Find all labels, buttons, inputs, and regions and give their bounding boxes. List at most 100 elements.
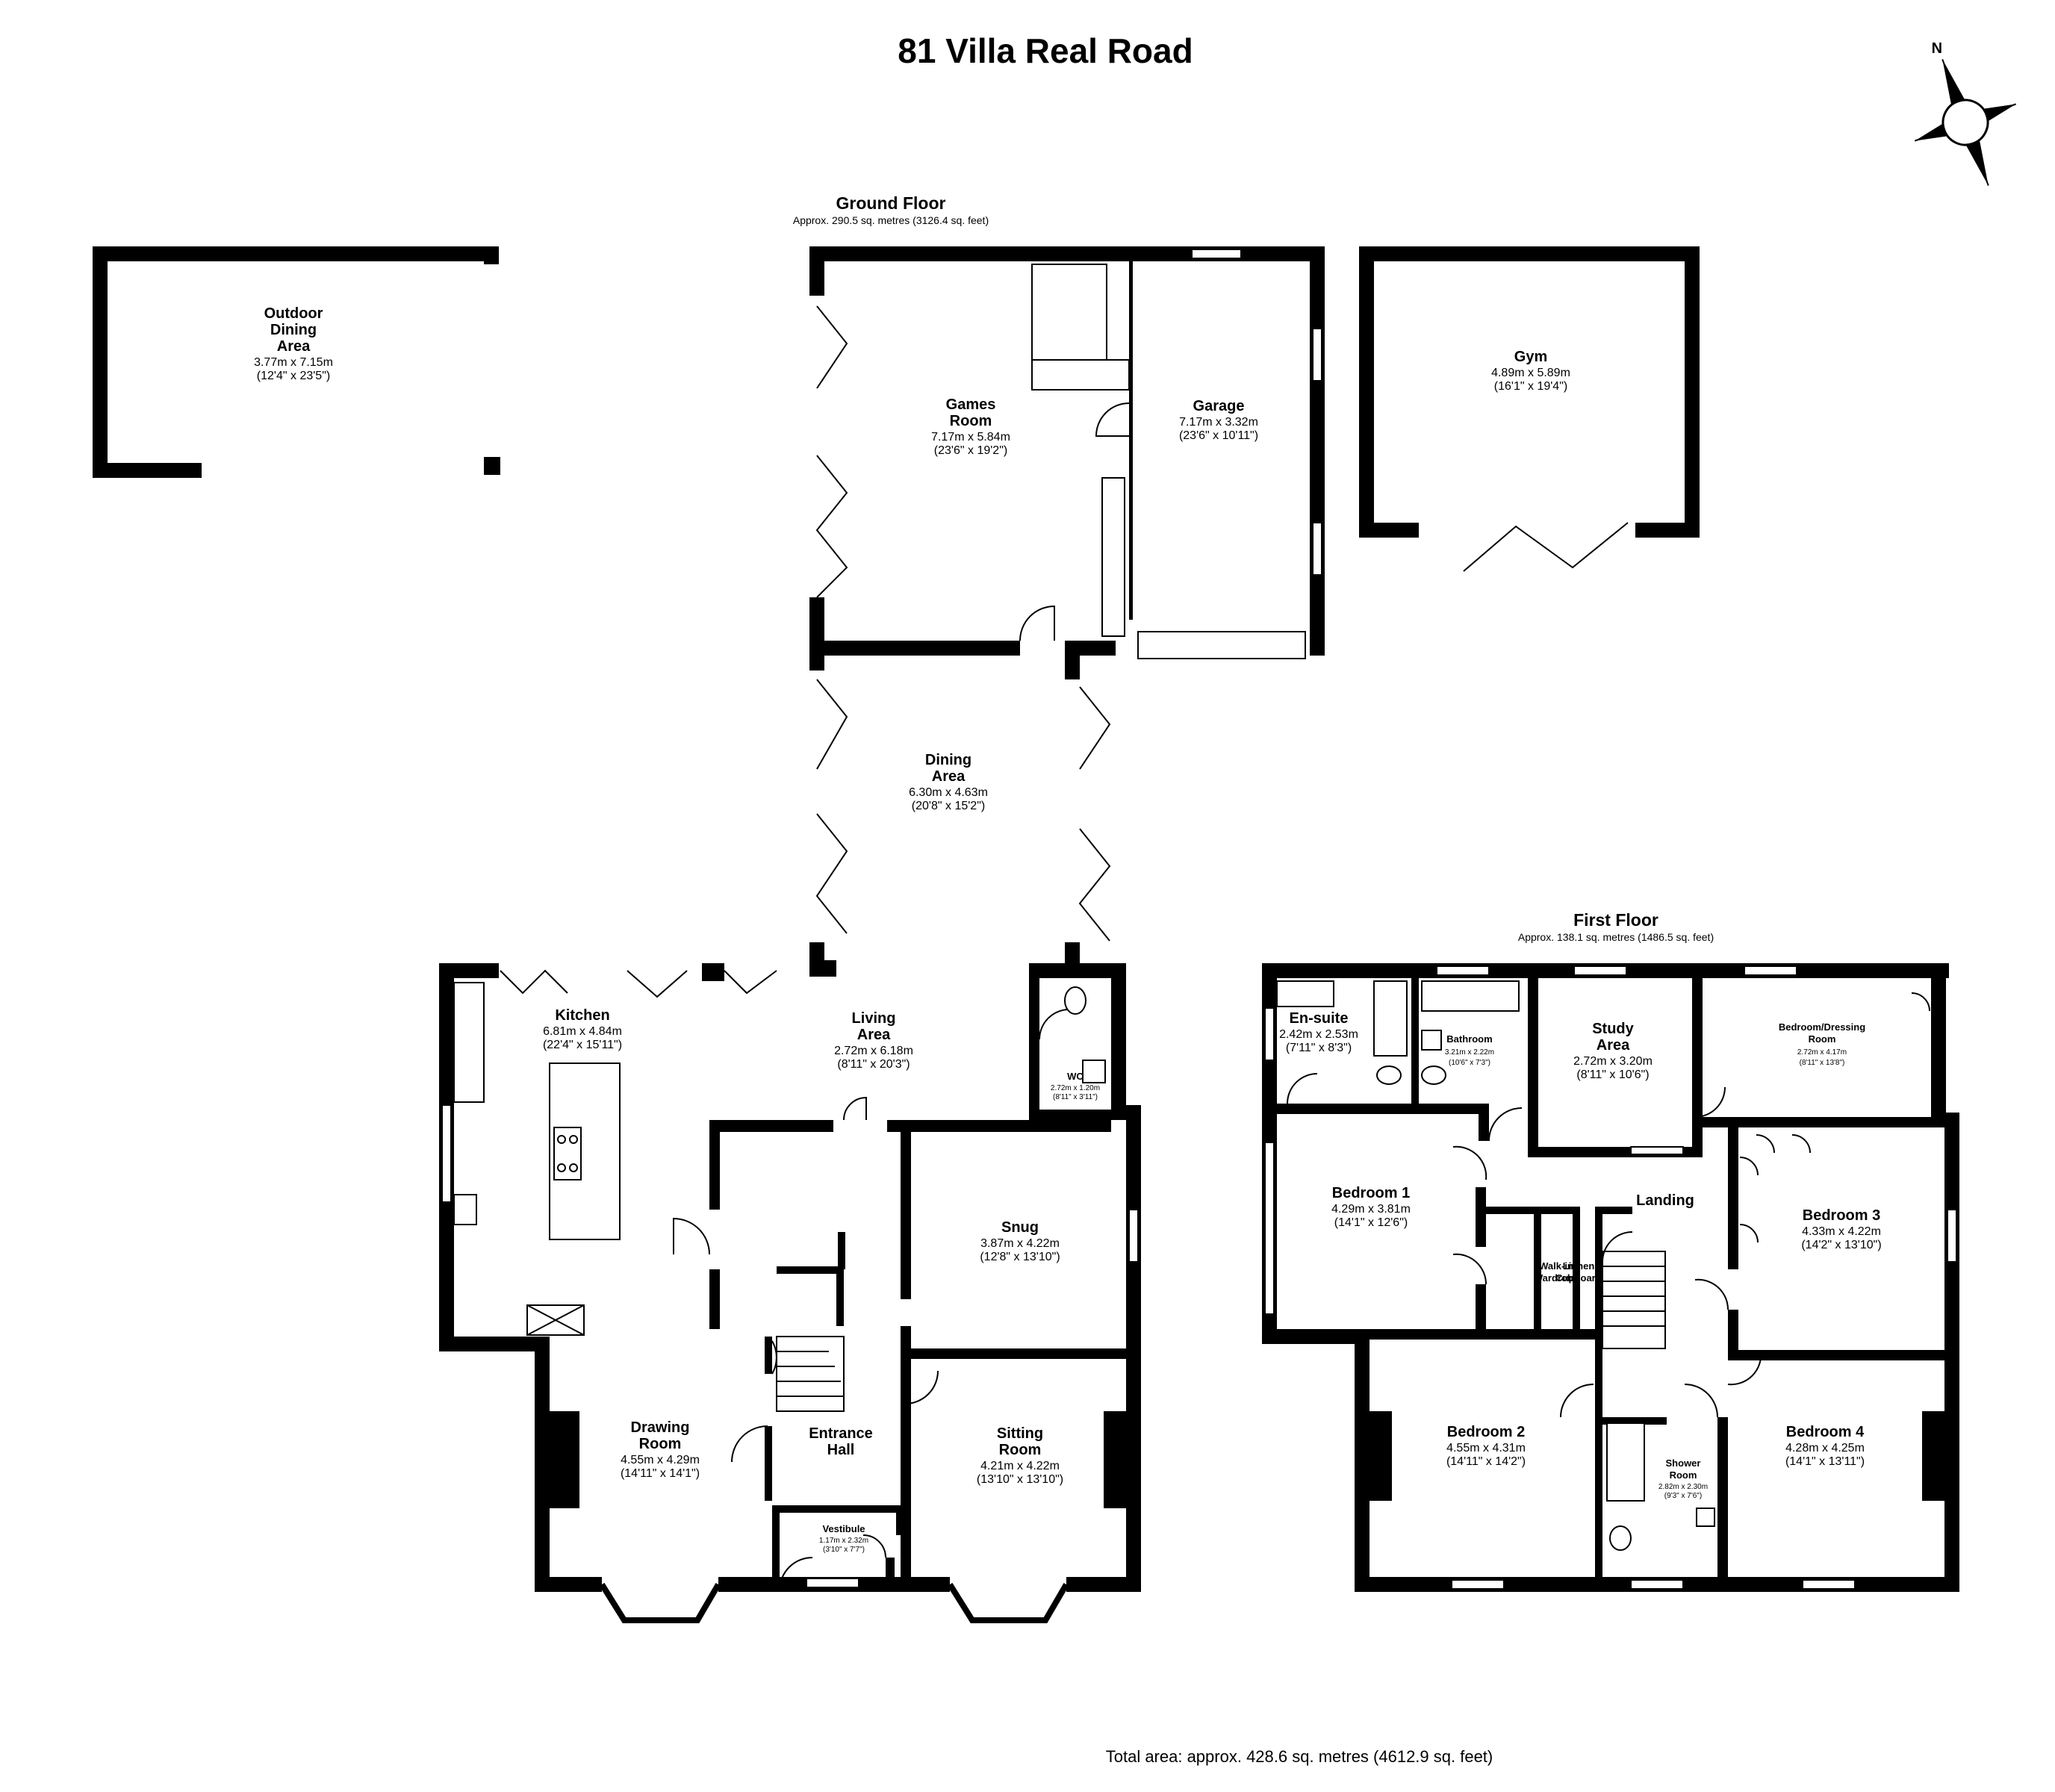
svg-text:Wardrobe: Wardrobe [1534,1272,1579,1284]
bedroom-2-label: Bedroom 2 4.55m x 4.31m (14'11" x 14'2") [1446,1424,1526,1468]
svg-text:(13'10" x 13'10"): (13'10" x 13'10") [977,1473,1063,1486]
svg-text:En-suite: En-suite [1290,1010,1349,1027]
kitchen-label: Kitchen 6.81m x 4.84m (22'4" x 15'11") [543,1007,622,1051]
svg-text:Vestibule: Vestibule [822,1523,865,1534]
walk-in-wardrobe-label: Walk-in Wardrobe [1534,1260,1579,1284]
svg-text:Cupboard: Cupboard [1555,1272,1601,1284]
svg-text:(8'11" x 10'6"): (8'11" x 10'6") [1576,1068,1649,1081]
svg-text:Entrance: Entrance [809,1425,873,1442]
svg-text:(16'1" x 19'4"): (16'1" x 19'4") [1494,380,1567,393]
svg-text:2.72m x 3.20m: 2.72m x 3.20m [1573,1055,1653,1068]
svg-text:(7'11" x 8'3"): (7'11" x 8'3") [1286,1042,1352,1054]
svg-text:Shower: Shower [1666,1457,1701,1469]
svg-text:4.29m x 3.81m: 4.29m x 3.81m [1331,1203,1411,1216]
snug-label: Snug 3.87m x 4.22m (12'8" x 13'10") [980,1219,1060,1263]
total-area: Total area: approx. 428.6 sq. metres (46… [1106,1747,1493,1766]
svg-text:6.30m x 4.63m: 6.30m x 4.63m [909,786,988,799]
bathroom-label: Bathroom 3.21m x 2.22m (10'6" x 7'3") [1445,1033,1494,1067]
garage-label: Garage 7.17m x 3.32m (23'6" x 10'11") [1179,398,1258,442]
svg-text:3.21m x 2.22m: 3.21m x 2.22m [1445,1048,1494,1057]
svg-text:(22'4" x 15'11"): (22'4" x 15'11") [543,1039,622,1051]
svg-text:Outdoor: Outdoor [264,305,323,322]
svg-text:1.17m x 2.32m: 1.17m x 2.32m [819,1537,868,1545]
svg-text:(3'10" x 7'7"): (3'10" x 7'7") [823,1546,865,1554]
en-suite-label: En-suite 2.42m x 2.53m (7'11" x 8'3") [1279,1010,1358,1054]
first-floor-area: Approx. 138.1 sq. metres (1486.5 sq. fee… [1518,931,1714,943]
outdoor-dining-structure [93,246,500,478]
svg-text:Walk-in: Walk-in [1539,1260,1573,1272]
north-arrow-icon: N [1915,40,2016,186]
svg-text:6.81m x 4.84m: 6.81m x 4.84m [543,1025,622,1038]
living-area-label: Living Area 2.72m x 6.18m (8'11" x 20'3"… [834,1010,913,1071]
svg-text:4.55m x 4.29m: 4.55m x 4.29m [621,1454,700,1466]
svg-text:Games: Games [946,396,996,413]
ground-floor-name: Ground Floor [836,193,946,213]
svg-text:4.55m x 4.31m: 4.55m x 4.31m [1446,1442,1526,1455]
svg-text:(12'4" x 23'5"): (12'4" x 23'5") [257,370,330,382]
svg-text:(14'11" x 14'2"): (14'11" x 14'2") [1446,1455,1526,1468]
first-stairs [1602,1251,1666,1349]
entrance-hall-label: Entrance Hall [809,1425,873,1458]
wc-label: WC 2.72m x 1.20m (8'11" x 3'11") [1051,1071,1100,1101]
ground-stairs [776,1336,845,1412]
study-area-label: Study Area 2.72m x 3.20m (8'11" x 10'6") [1573,1021,1653,1081]
svg-text:Area: Area [1597,1037,1630,1054]
svg-text:Room: Room [999,1442,1042,1458]
svg-text:2.72m x 6.18m: 2.72m x 6.18m [834,1045,913,1057]
outdoor-dining-label: Outdoor Dining Area 3.77m x 7.15m (12'4"… [254,305,333,382]
svg-text:2.72m x 4.17m: 2.72m x 4.17m [1797,1048,1847,1057]
svg-text:Area: Area [857,1027,891,1043]
svg-text:Linnen: Linnen [1563,1260,1595,1272]
svg-text:Drawing: Drawing [631,1419,690,1436]
first-floor-name: First Floor [1573,910,1658,930]
dining-area-structure [809,679,1111,977]
svg-text:(14'11" x 14'1"): (14'11" x 14'1") [621,1467,700,1480]
svg-text:3.77m x 7.15m: 3.77m x 7.15m [254,356,333,369]
svg-text:2.72m x 1.20m: 2.72m x 1.20m [1051,1084,1100,1092]
vestibule-label: Vestibule 1.17m x 2.32m (3'10" x 7'7") [819,1523,868,1554]
svg-text:Gym: Gym [1514,349,1547,365]
dining-area-label: Dining Area 6.30m x 4.63m (20'8" x 15'2"… [909,752,988,812]
svg-text:3.87m x 4.22m: 3.87m x 4.22m [980,1237,1060,1250]
drawing-room-label: Drawing Room 4.55m x 4.29m (14'11" x 14'… [621,1419,700,1480]
svg-text:(14'1" x 13'11"): (14'1" x 13'11") [1785,1455,1865,1468]
first-floor-structure [1262,963,1959,1592]
svg-text:(14'2" x 13'10"): (14'2" x 13'10") [1801,1239,1881,1251]
plan-title: 81 Villa Real Road [898,31,1193,70]
svg-text:Garage: Garage [1193,398,1245,414]
gym-label: Gym 4.89m x 5.89m (16'1" x 19'4") [1491,349,1570,393]
svg-text:4.21m x 4.22m: 4.21m x 4.22m [980,1460,1060,1472]
svg-text:(8'11" x 20'3"): (8'11" x 20'3") [837,1058,910,1071]
svg-text:(10'6" x 7'3"): (10'6" x 7'3") [1449,1059,1490,1067]
landing-label: Landing [1636,1192,1694,1209]
svg-text:Study: Study [1592,1021,1634,1037]
ground-floor-area: Approx. 290.5 sq. metres (3126.4 sq. fee… [793,214,989,226]
shower-room-label: Shower Room 2.82m x 2.30m (9'3" x 7'6") [1658,1457,1708,1500]
svg-text:(23'6" x 10'11"): (23'6" x 10'11") [1179,429,1258,442]
svg-text:(23'6" x 19'2"): (23'6" x 19'2") [934,444,1007,457]
svg-text:Dining: Dining [925,752,971,768]
svg-text:Room: Room [1809,1033,1836,1045]
bedroom-3-label: Bedroom 3 4.33m x 4.22m (14'2" x 13'10") [1801,1207,1881,1251]
svg-text:Bedroom 2: Bedroom 2 [1447,1424,1525,1440]
bedroom-1-label: Bedroom 1 4.29m x 3.81m (14'1" x 12'6") [1331,1185,1411,1229]
svg-text:7.17m x 5.84m: 7.17m x 5.84m [931,431,1010,444]
svg-text:Bedroom 4: Bedroom 4 [1786,1424,1865,1440]
ground-floor-structure [439,963,1141,1623]
svg-text:(9'3" x 7'6"): (9'3" x 7'6") [1664,1492,1702,1500]
svg-text:Sitting: Sitting [997,1425,1043,1442]
svg-text:2.42m x 2.53m: 2.42m x 2.53m [1279,1028,1358,1041]
svg-text:Bedroom/Dressing: Bedroom/Dressing [1779,1021,1865,1033]
svg-text:Area: Area [932,768,966,785]
svg-text:Living: Living [852,1010,896,1027]
svg-text:WC: WC [1067,1071,1084,1082]
svg-text:(14'1" x 12'6"): (14'1" x 12'6") [1334,1216,1408,1229]
svg-text:2.82m x 2.30m: 2.82m x 2.30m [1658,1483,1708,1491]
svg-text:(12'8" x 13'10"): (12'8" x 13'10") [980,1251,1060,1263]
bedroom-dressing-label: Bedroom/Dressing Room 2.72m x 4.17m (8'1… [1779,1021,1865,1067]
games-room-label: Games Room 7.17m x 5.84m (23'6" x 19'2") [931,396,1010,457]
svg-text:Area: Area [277,338,311,355]
svg-text:7.17m x 3.32m: 7.17m x 3.32m [1179,416,1258,429]
sitting-room-label: Sitting Room 4.21m x 4.22m (13'10" x 13'… [977,1425,1063,1486]
svg-text:(8'11" x 13'8"): (8'11" x 13'8") [1800,1059,1845,1067]
